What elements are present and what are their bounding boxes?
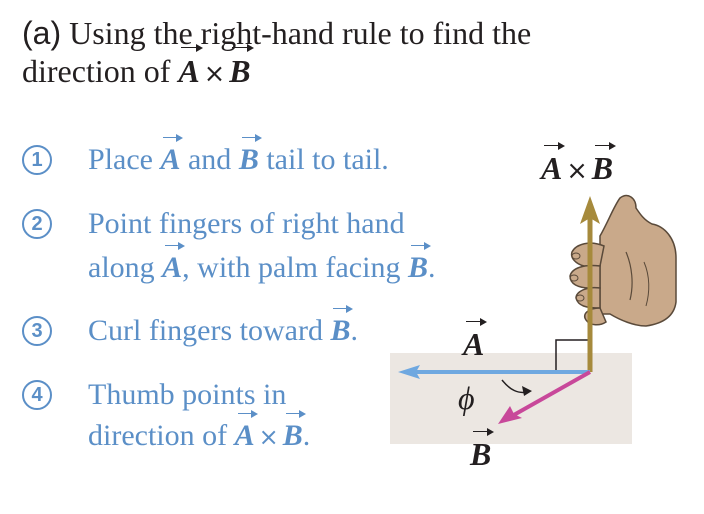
right-angle-marker: [555, 339, 590, 372]
vector-b-arrowhead: [498, 406, 522, 424]
plane: [390, 353, 632, 444]
label-angle-phi: ϕ: [458, 380, 475, 416]
step-4-line-2: direction of A×B.: [88, 410, 311, 455]
title-vector-b: B: [229, 44, 254, 89]
title: (a) Using the right-hand rule to find th…: [22, 14, 531, 93]
step-1-vector-a: A: [160, 134, 184, 176]
step-4-vector-a: A: [234, 410, 258, 452]
angle-arc-arrowhead: [522, 386, 532, 396]
step-4-text-b: .: [302, 419, 311, 452]
step-2-text-c: .: [427, 251, 436, 284]
step-2-vector-a: A: [162, 242, 186, 284]
step-1-text-b: and: [180, 143, 239, 176]
label-a-cross-b-cross: ×: [566, 156, 588, 186]
step-4-cross: ×: [258, 423, 279, 451]
vector-a-arrowhead: [398, 365, 420, 379]
title-line-1: (a) Using the right-hand rule to find th…: [22, 14, 531, 52]
step-1-number: 1: [22, 145, 52, 175]
label-vector-a: A: [463, 318, 488, 363]
step-2-line-1: Point fingers of right hand: [88, 207, 405, 240]
title-text-1: Using the right-hand rule to find the: [69, 15, 532, 51]
label-vector-b-text: B: [470, 428, 495, 472]
step-2-line-2: along A, with palm facing B.: [88, 242, 436, 286]
vector-b: [511, 370, 591, 418]
step-4-text-a: direction of: [88, 419, 235, 452]
title-tag: (a): [22, 15, 62, 51]
label-vector-b: B: [470, 428, 495, 473]
step-2-number: 2: [22, 209, 52, 239]
title-line-2: direction of A×B: [22, 44, 531, 93]
label-vector-a-text: A: [463, 318, 488, 362]
label-a-cross-b-vector-a: A: [541, 142, 566, 186]
step-1-text-a: Place: [88, 143, 161, 176]
step-1-text: Place A and B tail to tail.: [88, 134, 389, 178]
step-4-number: 4: [22, 380, 52, 410]
label-a-cross-b-vector-b: B: [591, 142, 617, 186]
step-3-number: 3: [22, 316, 52, 346]
title-text-2: direction of: [22, 53, 171, 89]
step-2-vector-b: B: [407, 242, 431, 284]
label-a-cross-b: A×B: [541, 142, 617, 187]
step-4-vector-b: B: [282, 410, 306, 452]
step-1-text-c: tail to tail.: [258, 143, 389, 176]
right-hand: [569, 194, 677, 327]
step-3-vector-b: B: [330, 305, 354, 347]
step-4-line-1: Thumb points in: [88, 378, 287, 411]
step-1-vector-b: B: [238, 134, 262, 176]
step-3-text-b: .: [350, 314, 358, 347]
title-cross: ×: [203, 59, 226, 89]
step-2-text-b: , with palm facing: [182, 251, 408, 284]
vector-a-cross-b-arrowhead: [580, 196, 600, 224]
title-vector-a: A: [178, 44, 204, 89]
step-3-text: Curl fingers toward B.: [88, 305, 358, 349]
step-2-text-a: along: [88, 251, 163, 284]
step-3-text-a: Curl fingers toward: [88, 314, 331, 347]
